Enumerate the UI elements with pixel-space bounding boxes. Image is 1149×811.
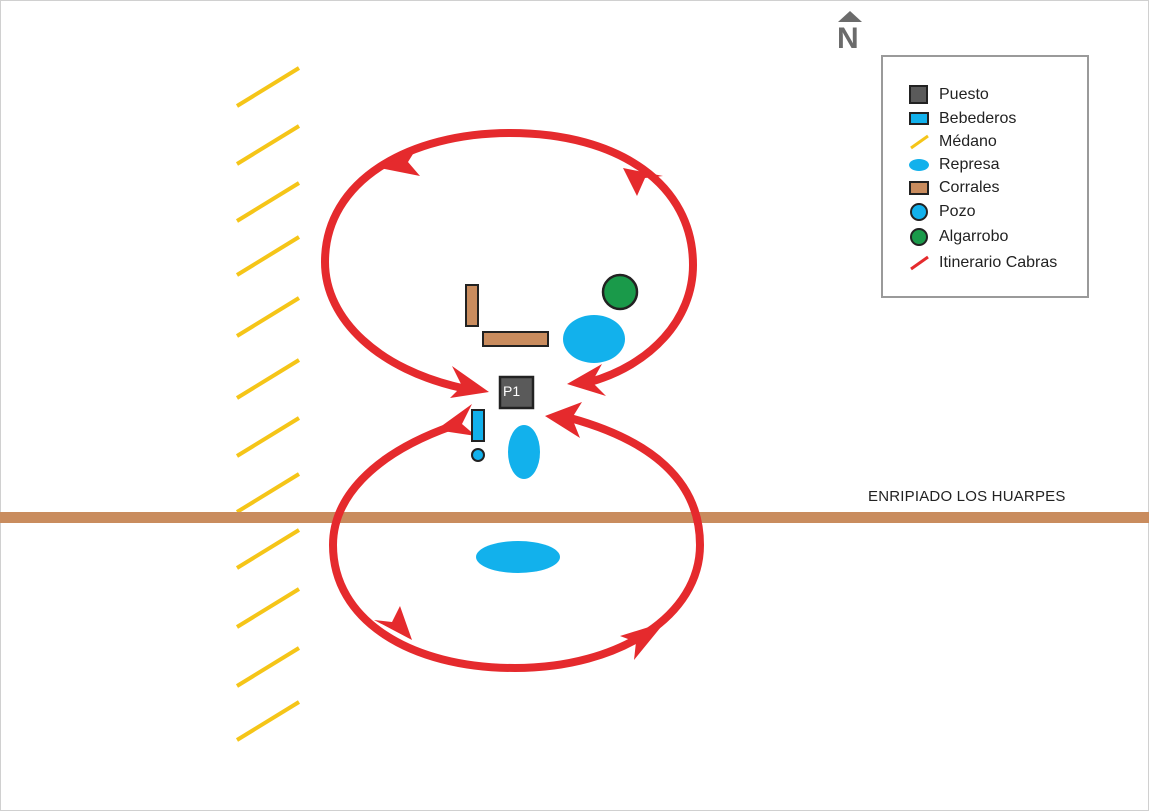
dune-line bbox=[235, 472, 301, 514]
legend-item-pozo: Pozo bbox=[883, 201, 1087, 223]
legend-label: Represa bbox=[939, 156, 1000, 173]
dune-line bbox=[235, 296, 301, 338]
route-arrow bbox=[374, 606, 412, 640]
dune-lines bbox=[235, 66, 301, 742]
legend-label: Médano bbox=[939, 133, 997, 150]
road-label: ENRIPIADO LOS HUARPES bbox=[868, 488, 1066, 505]
algarrobo-circle-icon bbox=[910, 228, 928, 246]
dune-line bbox=[235, 124, 301, 166]
route-arrow bbox=[450, 366, 489, 398]
algarrobo-tree bbox=[601, 273, 639, 311]
legend-item-medano: Médano bbox=[883, 131, 1087, 153]
dune-line bbox=[235, 587, 301, 629]
represa bbox=[508, 425, 540, 479]
legend-label: Algarrobo bbox=[939, 228, 1009, 245]
north-letter: N bbox=[837, 22, 859, 55]
route-line-icon bbox=[910, 255, 929, 271]
puesto-p1 bbox=[498, 375, 535, 410]
dune-line-icon bbox=[910, 134, 929, 150]
route-arrowheads bbox=[374, 146, 665, 660]
dune-line bbox=[235, 181, 301, 223]
dune-line bbox=[235, 700, 301, 742]
represa-ellipse-icon bbox=[909, 159, 929, 171]
north-arrow: N bbox=[836, 8, 864, 58]
route-arrow bbox=[623, 168, 663, 196]
legend-label: Itinerario Cabras bbox=[939, 254, 1058, 271]
legend-item-puesto: Puesto bbox=[883, 84, 1087, 106]
legend-item-algarrobo: Algarrobo bbox=[883, 226, 1087, 248]
represa bbox=[476, 541, 560, 573]
dune-line bbox=[235, 416, 301, 458]
corral bbox=[465, 284, 479, 327]
dune-line bbox=[235, 358, 301, 400]
route-lower-loop bbox=[328, 414, 705, 673]
map-legend: Puesto Bebederos Médano Represa Corrales… bbox=[881, 55, 1089, 298]
puesto-square-icon bbox=[909, 85, 928, 104]
legend-label: Pozo bbox=[939, 203, 976, 220]
dune-line bbox=[235, 528, 301, 570]
legend-label: Bebederos bbox=[939, 110, 1017, 127]
dune-line bbox=[235, 646, 301, 688]
legend-item-bebederos: Bebederos bbox=[883, 108, 1087, 130]
legend-item-itinerario: Itinerario Cabras bbox=[883, 252, 1087, 274]
bebedero bbox=[471, 409, 485, 442]
road-enripiado bbox=[0, 512, 1149, 523]
pozo bbox=[471, 448, 485, 462]
route-arrow bbox=[620, 622, 665, 660]
route-arrow bbox=[567, 364, 606, 396]
bebedero-rect-icon bbox=[909, 112, 929, 125]
legend-label: Corrales bbox=[939, 179, 1000, 196]
route-upper-loop bbox=[320, 128, 698, 392]
legend-label: Puesto bbox=[939, 86, 989, 103]
corral bbox=[482, 331, 549, 347]
dune-line bbox=[235, 66, 301, 108]
route-arrow bbox=[380, 146, 420, 176]
pozo-circle-icon bbox=[910, 203, 928, 221]
route-arrow bbox=[545, 402, 582, 438]
puesto-label: P1 bbox=[503, 383, 521, 399]
corral-rect-icon bbox=[909, 181, 929, 195]
represa bbox=[563, 315, 625, 363]
legend-item-corrales: Corrales bbox=[883, 177, 1087, 199]
north-triangle-icon bbox=[838, 11, 862, 22]
route-arrow bbox=[436, 404, 476, 436]
dune-line bbox=[235, 235, 301, 277]
legend-item-represa: Represa bbox=[883, 154, 1087, 176]
